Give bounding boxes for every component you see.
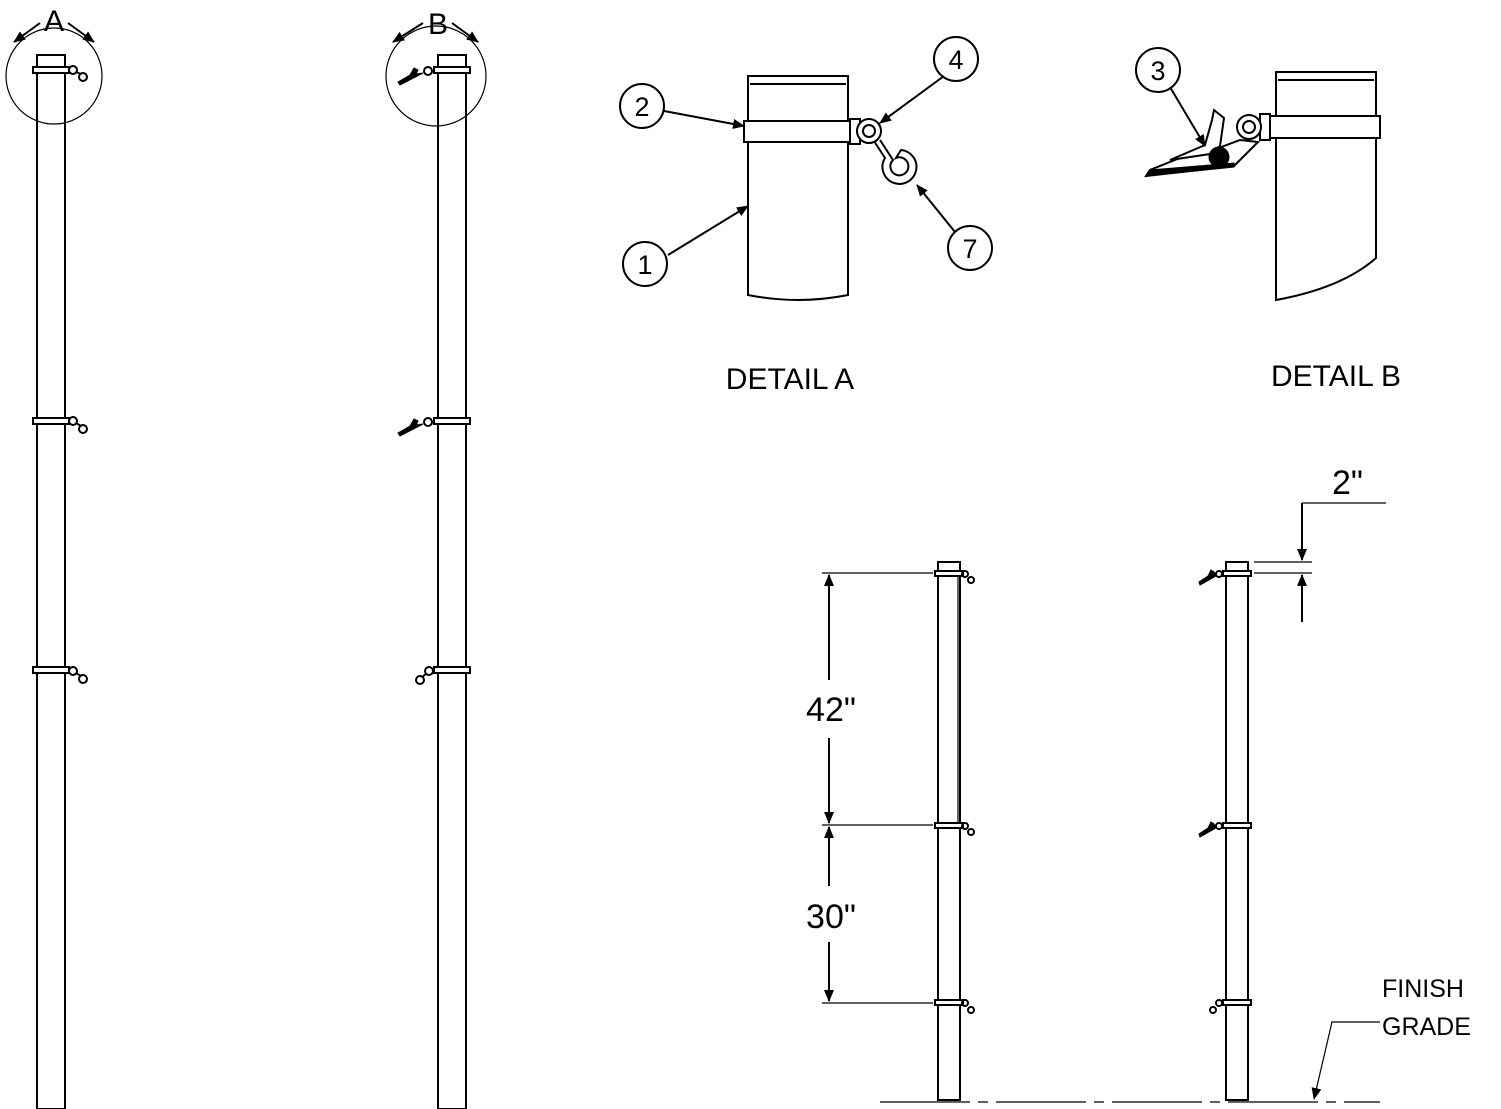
detail-b-post <box>1275 71 1377 302</box>
dimension-30-label: 30" <box>806 898 856 936</box>
detail-marker-a: A <box>44 5 64 38</box>
view-arrow-a-right <box>67 22 95 43</box>
balloon-2: 2 <box>634 92 649 122</box>
balloon-7: 7 <box>962 234 977 264</box>
dimension-42-label: 42" <box>806 691 856 729</box>
dimension-42-in: 42" <box>806 572 933 826</box>
post-a-hook-bottom <box>32 666 88 684</box>
dimension-2-in: 2" <box>1254 464 1386 622</box>
detail-b-band <box>1269 115 1381 139</box>
detail-a-title: DETAIL A <box>726 363 854 396</box>
detail-a-post <box>747 75 849 301</box>
view-arrow-b-left <box>392 22 424 43</box>
detail-marker-b: B <box>428 8 448 41</box>
finish-grade-label-line1: FINISH <box>1382 975 1464 1003</box>
post-b-hook-bottom <box>415 666 471 685</box>
balloon-1: 1 <box>637 250 652 280</box>
detail-a-view: 1 2 4 7 DETAIL A <box>619 36 993 396</box>
finish-grade-label-line2: GRADE <box>1382 1013 1471 1041</box>
post-d-latch-middle <box>1198 821 1252 838</box>
post-c-hook-bottom <box>934 999 975 1014</box>
post-a-hook-top <box>32 65 88 82</box>
view-arrow-b-right <box>451 22 479 43</box>
post-a-elevation: A <box>5 5 103 1109</box>
finish-grade-line: FINISH GRADE <box>880 975 1471 1103</box>
post-d-hook-bottom <box>1209 999 1252 1014</box>
dimension-30-in: 30" <box>806 826 933 1004</box>
post-b-latch-top <box>397 66 471 86</box>
detail-b-callout-circle <box>385 25 487 127</box>
post-b-latch-middle <box>397 417 471 437</box>
dimension-2-label: 2" <box>1332 464 1363 502</box>
detail-b-eye <box>1236 114 1262 140</box>
detail-a-band <box>743 120 851 143</box>
post-a-hook-middle <box>32 416 88 434</box>
detail-b-view: 3 DETAIL B <box>1135 47 1401 393</box>
balloon-3: 3 <box>1150 56 1165 86</box>
detail-b-title: DETAIL B <box>1271 360 1401 393</box>
view-arrow-a-left <box>13 22 41 43</box>
detail-a-callout-circle <box>5 27 103 125</box>
balloon-4: 4 <box>948 45 963 75</box>
post-c-hook-top <box>934 570 975 584</box>
post-b-elevation: B <box>385 8 487 1109</box>
post-c-elevation <box>934 561 975 1101</box>
detail-a-hook <box>873 139 918 185</box>
post-d-latch-top <box>1198 569 1252 586</box>
post-d-elevation <box>1198 561 1252 1101</box>
detail-a-eye <box>856 118 882 144</box>
post-c-hook-middle <box>934 822 975 836</box>
